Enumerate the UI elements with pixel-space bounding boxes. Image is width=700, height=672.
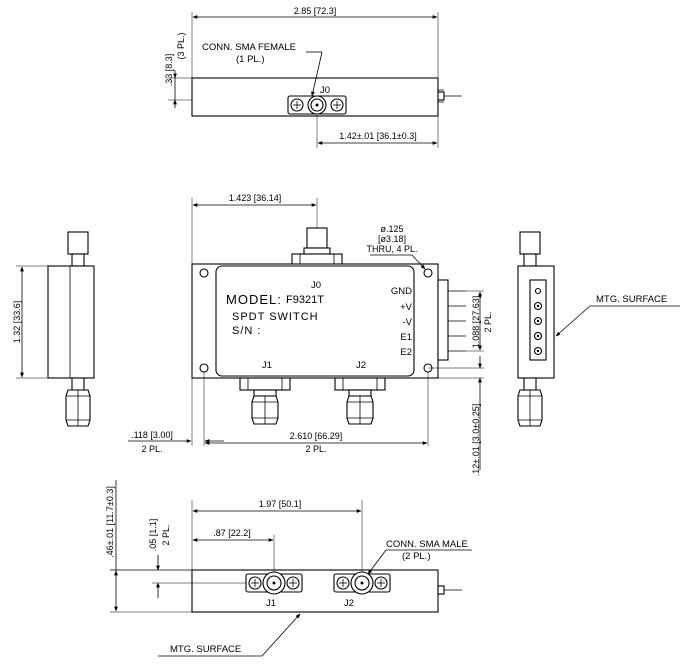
bottom-height-dim: .46±.01 [11.7±0.3] [105, 486, 115, 558]
pin-label-e1: E1 [400, 332, 412, 343]
front-j0-offset-dim: 1.423 [36.14] [229, 193, 282, 203]
front-port-j1: J1 [262, 360, 272, 371]
hole-span-pl: 2 PL. [305, 444, 326, 454]
bottom-conn-label-1: CONN. SMA MALE [386, 539, 468, 550]
front-port-j0: J0 [311, 280, 321, 291]
bottom-mtg-surface: MTG. SURFACE [170, 644, 241, 655]
bottom-small-pl: 2 PL. [161, 524, 171, 545]
pin-label-minus-v: -V [403, 317, 413, 328]
model-prefix: MODEL: [226, 292, 282, 307]
bottom-j2-connector [333, 571, 391, 595]
mounting-hole-tl [199, 268, 209, 278]
hole-dim-3: THRU, 4 PL. [366, 244, 417, 254]
top-height-pl: (3 PL.) [176, 32, 186, 59]
top-conn-label-1: CONN. SMA FEMALE [202, 42, 296, 53]
model-number: F9321T [286, 294, 324, 306]
bottom-j1-connector [245, 571, 303, 595]
bottom-port-j1: J1 [266, 598, 276, 609]
pin-label-gnd: GND [391, 286, 412, 297]
front-j2-connector [334, 377, 386, 425]
top-view: 2.85 [72.3] .33 [8.3] (3 PL.) CONN. SMA … [164, 6, 462, 148]
top-port-j0: J0 [320, 85, 330, 96]
bottom-conn-label-2: (2 PL.) [402, 551, 431, 562]
pin-leads [448, 290, 466, 352]
right-pin-dots [533, 287, 543, 356]
bottom-view-body [191, 569, 439, 613]
model-description: SPDT SWITCH [232, 311, 319, 323]
serial-label: S/N : [232, 325, 261, 337]
left-height-dim: 1.32 [33.6] [12, 301, 22, 344]
top-offset-dim: 1.42±.01 [36.1±0.3] [339, 131, 416, 141]
pin-label-e2: E2 [400, 347, 412, 358]
pin-pitch-dim: 1.088 [27.63] [471, 296, 481, 349]
bottom-port-j2: J2 [344, 598, 354, 609]
bottom-edge-dim: .12±.01 [3.0±0.25] [471, 404, 481, 476]
top-j0-connector [287, 95, 347, 115]
front-j0-connector [291, 227, 343, 267]
right-mtg-surface: MTG. SURFACE [596, 294, 667, 305]
hole-edge-pl: 2 PL. [141, 444, 162, 454]
front-body [215, 265, 415, 377]
j1-offset-dim: .87 [22.2] [213, 528, 251, 538]
mounting-hole-bl [199, 363, 209, 373]
hole-dim-1: ø.125 [380, 224, 403, 234]
hole-span-dim: 2.610 [66.29] [290, 431, 343, 441]
top-conn-label-2: (1 PL.) [236, 54, 265, 65]
top-height-dim: .33 [8.3] [164, 54, 174, 87]
pin-label-plus-v: +V [400, 302, 413, 313]
front-j1-connector [239, 377, 291, 425]
top-width-dim: 2.85 [72.3] [294, 6, 337, 16]
bottom-view: J1 J2 1.97 [50.1] .87 [22.2] .46±.01 [11… [105, 480, 472, 657]
right-side-view: MTG. SURFACE [517, 231, 680, 427]
hole-dim-2: [ø3.18] [378, 234, 406, 244]
hole-edge-dim: .118 [3.00] [131, 430, 173, 440]
pin-pitch-pl: 2 PL. [483, 311, 493, 332]
left-side-view: 1.32 [33.6] [12, 231, 95, 427]
j2-offset-dim: 1.97 [50.1] [259, 499, 302, 509]
bottom-small-dim: .05 [1.1] [148, 519, 158, 552]
front-view: J0 MODEL: F9321T SPDT SWITCH S/N : J1 J2… [128, 193, 493, 476]
front-port-j2: J2 [356, 360, 366, 371]
mounting-hole-tr [423, 268, 433, 278]
